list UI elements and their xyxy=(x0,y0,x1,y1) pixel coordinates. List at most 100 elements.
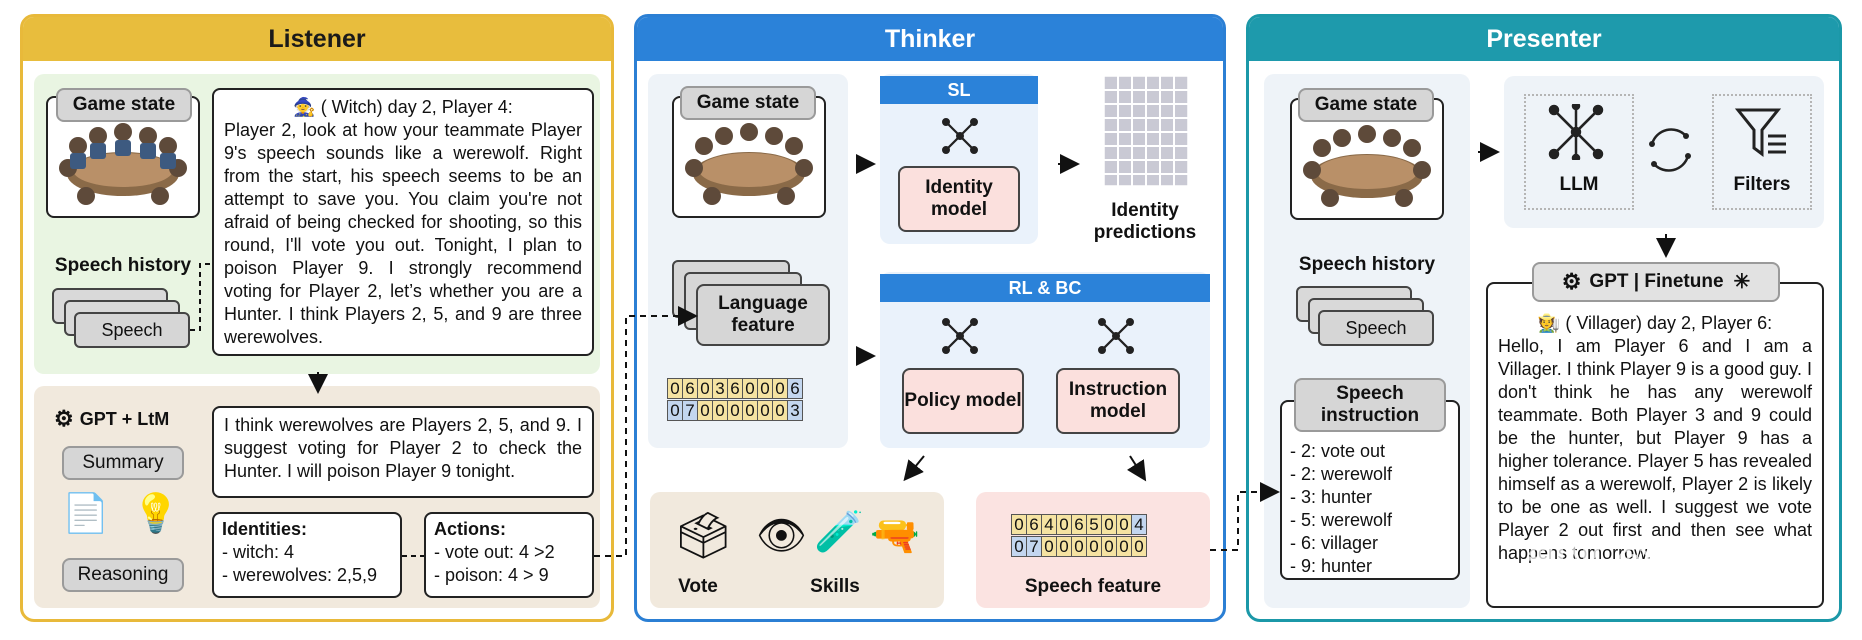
funnel-icon xyxy=(1734,106,1790,165)
vector-cell: 0 xyxy=(667,378,683,399)
vector-cell: 0 xyxy=(1116,536,1132,557)
llm-box xyxy=(1524,94,1634,210)
vector-cell: 6 xyxy=(1071,514,1087,535)
rl-bc-header: RL & BC xyxy=(880,274,1210,302)
vector-cell: 0 xyxy=(1056,514,1072,535)
vector-cell: 0 xyxy=(1071,536,1087,557)
game-table-illustration xyxy=(1303,125,1431,207)
vote-label: Vote xyxy=(678,576,718,597)
network-icon xyxy=(940,116,980,161)
game-table-illustration xyxy=(59,123,187,205)
identity-item: - witch: 4 xyxy=(222,542,295,562)
vector-cell: 4 xyxy=(1041,514,1057,535)
dialogue-body: Player 2, look at how your teammate Play… xyxy=(224,120,582,347)
identity-predictions-grid xyxy=(1103,75,1189,187)
sl-header: SL xyxy=(880,76,1038,104)
language-feature-card: Language feature xyxy=(696,284,830,346)
presenter-title: Presenter xyxy=(1249,17,1839,61)
instruction-model-box: Instruction model xyxy=(1056,368,1180,434)
eye-icon: 👁 xyxy=(756,514,807,558)
skills-label: Skills xyxy=(810,576,860,597)
vector-cell: 0 xyxy=(697,400,713,421)
llm-network-icon xyxy=(1546,101,1606,165)
vector-cell: 7 xyxy=(682,400,698,421)
actions-box: Actions: - vote out: 4 >2 - poison: 4 > … xyxy=(424,512,594,598)
gun-icon: 🔫 xyxy=(870,514,920,558)
llm-label: LLM xyxy=(1559,174,1599,195)
vector-cell: 3 xyxy=(712,378,728,399)
finetune-network-icon: ✳ xyxy=(1733,270,1751,293)
vector-cell: 0 xyxy=(1116,514,1132,535)
vector-cell: 0 xyxy=(1011,536,1027,557)
actions-title: Actions: xyxy=(434,519,506,539)
vector-cell: 6 xyxy=(787,378,803,399)
dialogue-header-text: ( Witch) day 2, Player 4: xyxy=(320,97,513,117)
poison-bottle-icon: 🧪 xyxy=(814,510,864,554)
vector-cell: 6 xyxy=(727,378,743,399)
speech-vector-top: 0 6 4 0 6 5 0 0 4 xyxy=(1011,514,1147,535)
vector-cell: 0 xyxy=(757,400,773,421)
language-vector-bottom: 0 7 0 0 0 0 0 0 3 xyxy=(667,400,803,421)
dialogue-header: 🧙 ( Witch) day 2, Player 4: xyxy=(224,96,582,119)
summary-text-box: I think werewolves are Players 2, 5, and… xyxy=(212,406,594,498)
output-header: 🧑‍🌾 ( Villager) day 2, Player 6: xyxy=(1498,312,1812,335)
speech-history-label: Speech history xyxy=(54,255,192,276)
summary-pill: Summary xyxy=(62,446,184,480)
speech-instruction-label: Speech instruction xyxy=(1294,378,1446,432)
vector-cell: 0 xyxy=(1011,514,1027,535)
vector-cell: 0 xyxy=(772,400,788,421)
gpt-finetune-header: ⚙ GPT | Finetune ✳ xyxy=(1532,262,1780,302)
gpt-finetune-label: GPT | Finetune xyxy=(1589,271,1724,293)
reasoning-pill: Reasoning xyxy=(62,558,184,592)
instruction-item: - 3: hunter xyxy=(1290,487,1373,507)
instruction-item: - 2: werewolf xyxy=(1290,464,1393,484)
speech-vector-bottom: 0 7 0 0 0 0 0 0 0 xyxy=(1011,536,1147,557)
speech-card-front: Speech xyxy=(1318,310,1434,346)
listener-title: Listener xyxy=(23,17,611,61)
vector-cell: 3 xyxy=(787,400,803,421)
vector-cell: 0 xyxy=(727,400,743,421)
listener-game-state-label: Game state xyxy=(56,88,192,122)
instruction-item: - 5: werewolf xyxy=(1290,510,1393,530)
vector-cell: 6 xyxy=(682,378,698,399)
instruction-network-icon xyxy=(1096,316,1136,361)
language-vector-top: 0 6 0 3 6 0 0 0 6 xyxy=(667,378,803,399)
action-item: - poison: 4 > 9 xyxy=(434,565,549,585)
presenter-speech-history-label: Speech history xyxy=(1298,254,1436,275)
presenter-game-state-label: Game state xyxy=(1298,88,1434,122)
instruction-item: - 2: vote out xyxy=(1290,441,1386,461)
ballot-box-icon: 🗳 xyxy=(674,509,733,561)
witch-icon: 🧙 xyxy=(293,97,316,117)
policy-network-icon xyxy=(940,316,980,361)
output-body: Hello, I am Player 6 and I am a Villager… xyxy=(1498,336,1812,563)
identity-item: - werewolves: 2,5,9 xyxy=(222,565,378,585)
openai-icon: ⚙ xyxy=(54,406,74,431)
instruction-item: - 9: hunter xyxy=(1290,556,1373,576)
villager-icon: 🧑‍🌾 xyxy=(1537,313,1561,333)
instruction-item: - 6: villager xyxy=(1290,533,1379,553)
watermark: 知乎 @黄浩 xyxy=(1528,541,1728,583)
vector-cell: 7 xyxy=(1026,536,1042,557)
filters-label: Filters xyxy=(1733,174,1791,195)
vector-cell: 0 xyxy=(697,378,713,399)
thinking-head-icon: 💡 xyxy=(132,493,180,535)
speech-card-front: Speech xyxy=(74,312,190,348)
actions-output-zone xyxy=(650,492,944,608)
identity-predictions-label: Identity predictions xyxy=(1093,200,1197,243)
vector-cell: 6 xyxy=(1026,514,1042,535)
policy-model-box: Policy model xyxy=(902,368,1024,434)
thinker-game-state-label: Game state xyxy=(680,86,816,120)
listener-dialogue-box: 🧙 ( Witch) day 2, Player 4: Player 2, lo… xyxy=(212,88,594,356)
speech-instruction-box: - 2: vote out - 2: werewolf - 3: hunter … xyxy=(1280,400,1460,580)
vector-cell: 0 xyxy=(712,400,728,421)
vector-cell: 0 xyxy=(1056,536,1072,557)
vector-cell: 0 xyxy=(1131,536,1147,557)
identity-model-box: Identity model xyxy=(898,166,1020,232)
speech-feature-label: Speech feature xyxy=(1024,576,1162,597)
vector-cell: 4 xyxy=(1131,514,1147,535)
cycle-icon xyxy=(1640,122,1700,183)
identities-box: Identities: - witch: 4 - werewolves: 2,5… xyxy=(212,512,402,598)
vector-cell: 0 xyxy=(757,378,773,399)
document-search-icon: 📄 xyxy=(62,493,110,535)
vector-cell: 0 xyxy=(667,400,683,421)
